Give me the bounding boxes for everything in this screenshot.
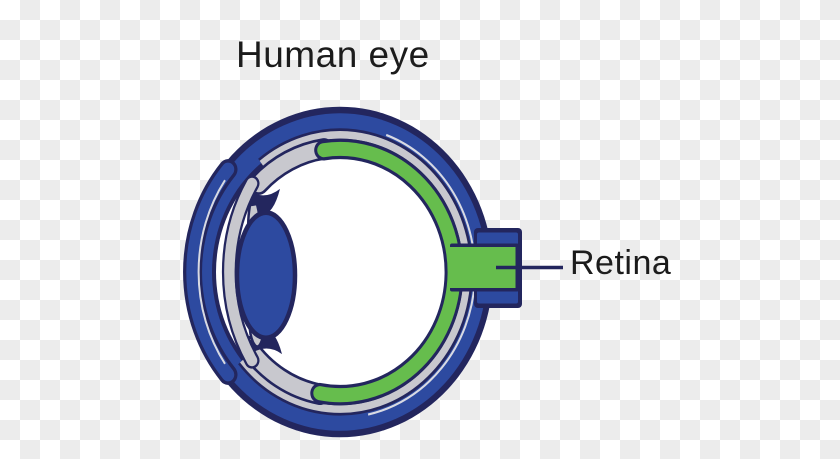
iris [224,177,258,367]
eyeball [183,106,493,438]
cornea [186,162,235,382]
retina-label: Retina [570,244,672,282]
lens [234,210,298,341]
cornea-highlight [197,179,226,365]
diagram-title: Human eye [236,34,430,75]
vitreous-interior [216,138,464,406]
